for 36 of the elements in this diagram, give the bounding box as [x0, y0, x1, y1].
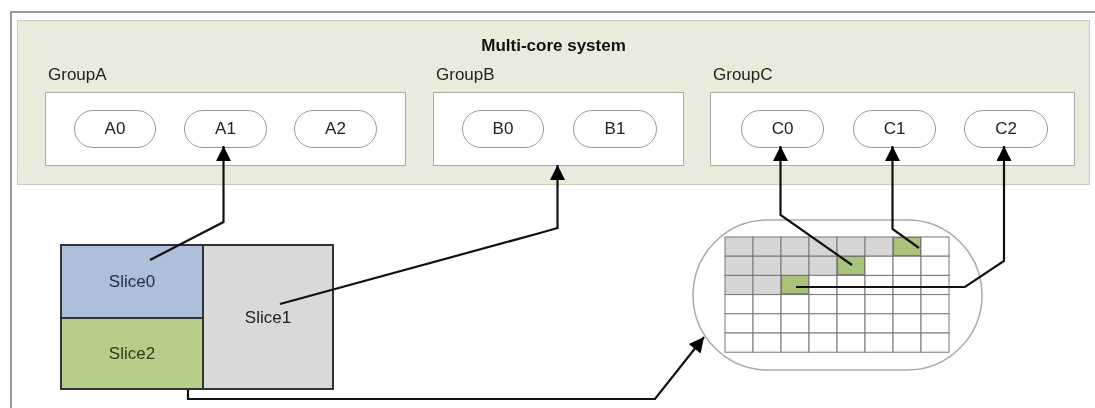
core-label: A2: [325, 119, 346, 139]
slice-block: [60, 244, 204, 319]
slice-label: Slice2: [108, 343, 156, 364]
group-label: GroupC: [713, 65, 773, 85]
arrow: [279, 165, 565, 306]
grid-cell: [893, 237, 921, 256]
core-label: A0: [104, 119, 126, 139]
arrow: [186, 336, 705, 401]
group-label: GroupB: [436, 65, 495, 85]
core-label: C2: [995, 119, 1017, 139]
core-pill: [294, 110, 377, 148]
core-pill: [741, 110, 824, 148]
core-label: B0: [492, 119, 514, 139]
system-title: Multi-core system: [481, 36, 626, 56]
grid-cell: [781, 275, 809, 294]
core-pill: [573, 110, 657, 148]
core-pill: [853, 110, 936, 148]
slice-block: [202, 244, 334, 390]
core-label: C0: [771, 119, 794, 139]
core-pill: [184, 110, 267, 148]
group-label: GroupA: [48, 65, 107, 85]
arrow: [796, 146, 1012, 289]
core-pill: [964, 110, 1048, 148]
grid-cell: [837, 256, 865, 275]
slice-label: Slice1: [244, 308, 292, 328]
system-panel: [17, 20, 1090, 185]
arrow: [773, 146, 853, 266]
core-label: A1: [215, 119, 236, 139]
arrow: [885, 146, 920, 249]
core-label: C1: [883, 119, 906, 139]
core-pill: [74, 110, 156, 148]
core-label: B1: [604, 119, 626, 139]
arrow: [149, 146, 231, 261]
slice-label: Slice0: [108, 271, 156, 292]
slice-block: [60, 317, 204, 390]
core-pill: [462, 110, 544, 148]
